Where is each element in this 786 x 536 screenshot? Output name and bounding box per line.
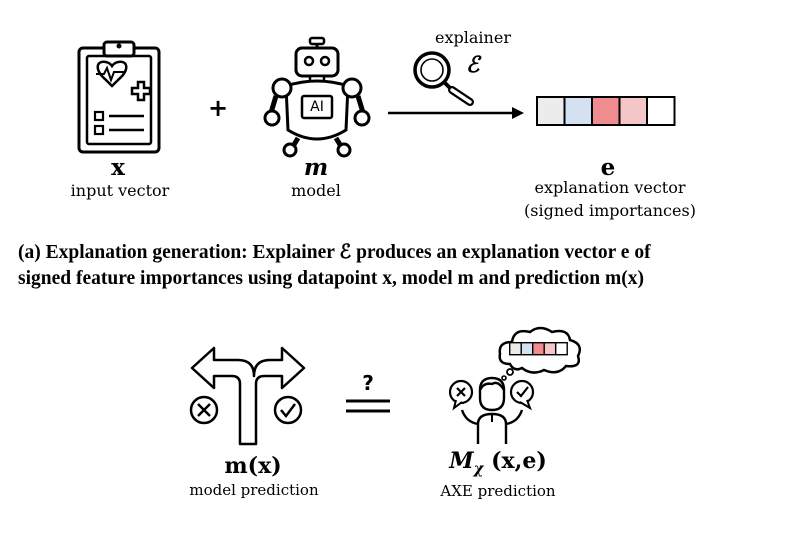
vector-cell bbox=[646, 96, 676, 126]
explanation-label-1: explanation vector bbox=[534, 178, 686, 197]
vector-cell bbox=[536, 96, 566, 126]
clipboard-icon bbox=[77, 40, 161, 154]
axe-symbol-args: (x,e) bbox=[483, 448, 547, 474]
magnifier-icon bbox=[413, 51, 474, 106]
model-symbol: m bbox=[303, 154, 329, 181]
explanation-vector bbox=[536, 96, 676, 126]
input-label: input vector bbox=[70, 181, 170, 200]
arrow-right bbox=[388, 107, 524, 119]
caption-line-2: signed feature importances using datapoi… bbox=[18, 268, 645, 289]
caption-line-1: (a) Explanation generation: Explainer ℰ … bbox=[18, 242, 651, 263]
vector-cell bbox=[532, 341, 545, 356]
explainer-label: explainer bbox=[435, 28, 511, 47]
plus-sign: + bbox=[208, 94, 229, 122]
question-mark: ? bbox=[362, 371, 374, 395]
vector-cell bbox=[508, 341, 522, 356]
equals-sign bbox=[346, 399, 390, 413]
vector-cell bbox=[543, 341, 557, 356]
thinking-person-icon bbox=[448, 368, 535, 444]
input-symbol: x bbox=[111, 154, 125, 181]
thought-vector bbox=[508, 341, 568, 356]
model-prediction-symbol: m(x) bbox=[213, 453, 293, 479]
figure-caption: (a) Explanation generation: Explainer ℰ … bbox=[18, 240, 778, 292]
model-prediction-label: model prediction bbox=[189, 481, 319, 499]
model-label: model bbox=[291, 181, 341, 200]
axe-symbol-sub: χ bbox=[473, 459, 484, 478]
vector-cell bbox=[520, 341, 534, 356]
explainer-symbol: ℰ bbox=[466, 52, 480, 78]
axe-symbol: Mχ (x,e) bbox=[438, 448, 558, 477]
explanation-symbol: e bbox=[600, 154, 616, 181]
model-prediction-symbol-text: m(x) bbox=[224, 453, 282, 479]
fork-arrow-icon bbox=[189, 346, 306, 446]
robot-icon bbox=[263, 36, 371, 158]
axe-symbol-main: M bbox=[449, 448, 474, 474]
vector-cell bbox=[555, 341, 568, 356]
axe-prediction-label: AXE prediction bbox=[440, 482, 556, 500]
explanation-label-2: (signed importances) bbox=[524, 201, 696, 220]
vector-cell bbox=[591, 96, 621, 126]
vector-cell bbox=[618, 96, 648, 126]
vector-cell bbox=[563, 96, 593, 126]
ai-chip-label: AI bbox=[310, 99, 324, 115]
